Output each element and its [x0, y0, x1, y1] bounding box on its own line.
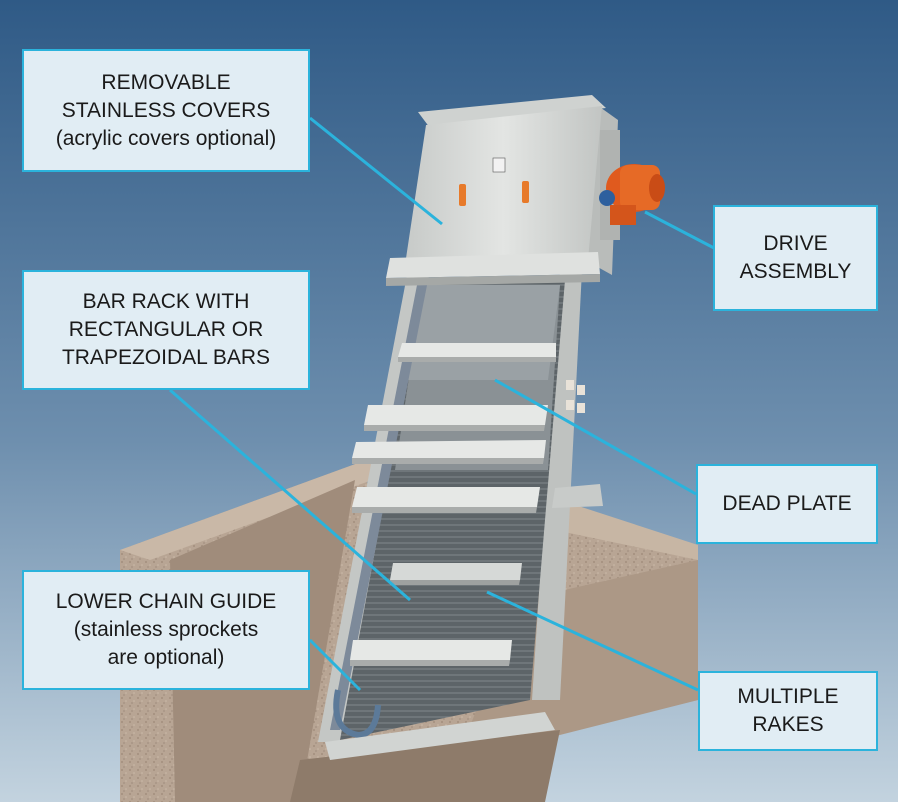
callout-lower-chain-guide: LOWER CHAIN GUIDE (stainless sprockets a… — [22, 570, 310, 690]
callout-bar-rack-line-2: RECTANGULAR OR — [68, 318, 264, 341]
callout-bar-rack-line-1: BAR RACK WITH — [82, 290, 250, 313]
callout-bar-rack: BAR RACK WITH RECTANGULAR OR TRAPEZOIDAL… — [22, 270, 310, 390]
callout-multiple-rakes: MULTIPLE RAKES — [698, 671, 878, 751]
mounting-bracket — [552, 484, 603, 508]
callout-bar-rack-line-3: TRAPEZOIDAL BARS — [61, 346, 271, 369]
drive-motor — [599, 130, 665, 240]
callout-rakes-line-1: MULTIPLE — [737, 685, 839, 708]
callout-covers-line-2: STAINLESS COVERS — [61, 98, 271, 122]
callout-dead-plate: DEAD PLATE — [696, 464, 878, 544]
callout-drive-assembly: DRIVE ASSEMBLY — [713, 205, 878, 311]
callout-rakes-line-2: RAKES — [752, 713, 824, 736]
callout-chain-guide-line-1: LOWER CHAIN GUIDE — [55, 590, 277, 613]
callout-drive-line-1: DRIVE — [763, 232, 828, 255]
callout-chain-guide-line-2: (stainless sprockets — [73, 618, 259, 641]
callout-chain-guide-line-3: are optional) — [107, 646, 225, 669]
warning-labels — [566, 380, 585, 413]
callout-drive-line-2: ASSEMBLY — [739, 260, 852, 283]
callout-covers-line-3: (acrylic covers optional) — [55, 126, 277, 150]
leader-lines — [169, 116, 715, 692]
callout-removable-covers: REMOVABLE STAINLESS COVERS (acrylic cove… — [22, 49, 310, 172]
callout-covers-line-1: REMOVABLE — [101, 70, 231, 94]
callout-dead-plate-line-1: DEAD PLATE — [722, 492, 852, 515]
rakes — [350, 343, 556, 666]
